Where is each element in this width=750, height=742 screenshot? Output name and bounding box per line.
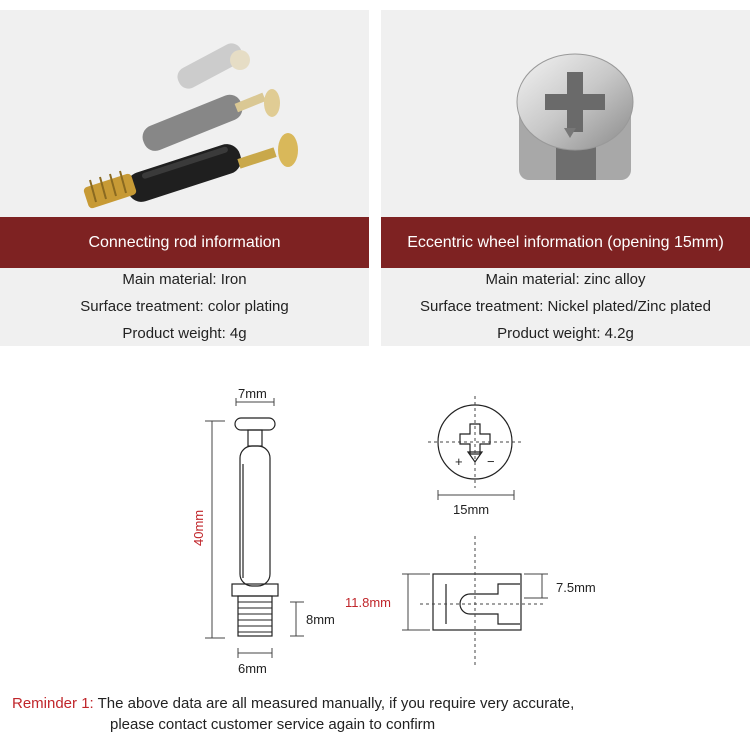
wheel-height-dimension: 11.8mm	[345, 595, 391, 610]
connecting-rod-specs: Main material: Iron Surface treatment: c…	[0, 258, 369, 347]
eccentric-wheel-banner: Eccentric wheel information (opening 15m…	[381, 217, 750, 268]
connecting-rod-photo	[83, 43, 298, 209]
reminder-label: Reminder 1:	[12, 695, 94, 712]
eccentric-wheel-specs: Main material: zinc alloy Surface treatm…	[381, 258, 750, 347]
svg-text:+: +	[455, 454, 463, 469]
rod-weight: Product weight: 4g	[122, 325, 247, 342]
eccentric-wheel-photo	[516, 53, 634, 180]
reminder-note: Reminder 1: The above data are all measu…	[12, 693, 574, 735]
rod-head-dimension: 7mm	[238, 386, 267, 401]
wheel-opening-dimension: 7.5mm	[556, 580, 596, 595]
rod-material: Main material: Iron	[122, 271, 247, 288]
rod-drawing	[231, 417, 279, 637]
wheel-material: Main material: zinc alloy	[485, 271, 646, 288]
wheel-surface-treatment: Surface treatment: Nickel plated/Zinc pl…	[420, 298, 711, 315]
svg-text:−: −	[487, 454, 495, 469]
eccentric-wheel-panel: Eccentric wheel information (opening 15m…	[381, 10, 750, 346]
rod-length-dimension: 40mm	[191, 510, 206, 546]
reminder-line-2: please contact customer service again to…	[110, 716, 436, 733]
connecting-rod-banner: Connecting rod information	[0, 217, 369, 268]
connecting-rod-panel: Connecting rod information Main material…	[0, 10, 369, 346]
reminder-line-1: The above data are all measured manually…	[97, 695, 575, 712]
rod-surface-treatment: Surface treatment: color plating	[80, 298, 289, 315]
wheel-weight: Product weight: 4.2g	[497, 325, 634, 342]
rod-thread-diameter-dimension: 6mm	[238, 661, 267, 676]
rod-thread-dimension: 8mm	[306, 612, 335, 627]
wheel-side-drawing	[432, 573, 522, 631]
wheel-diameter-dimension: 15mm	[453, 502, 489, 517]
dimension-diagram: + − 7mm 40mm 8mm 6mm 15mm 11.8mm 7.5mm	[191, 386, 596, 676]
